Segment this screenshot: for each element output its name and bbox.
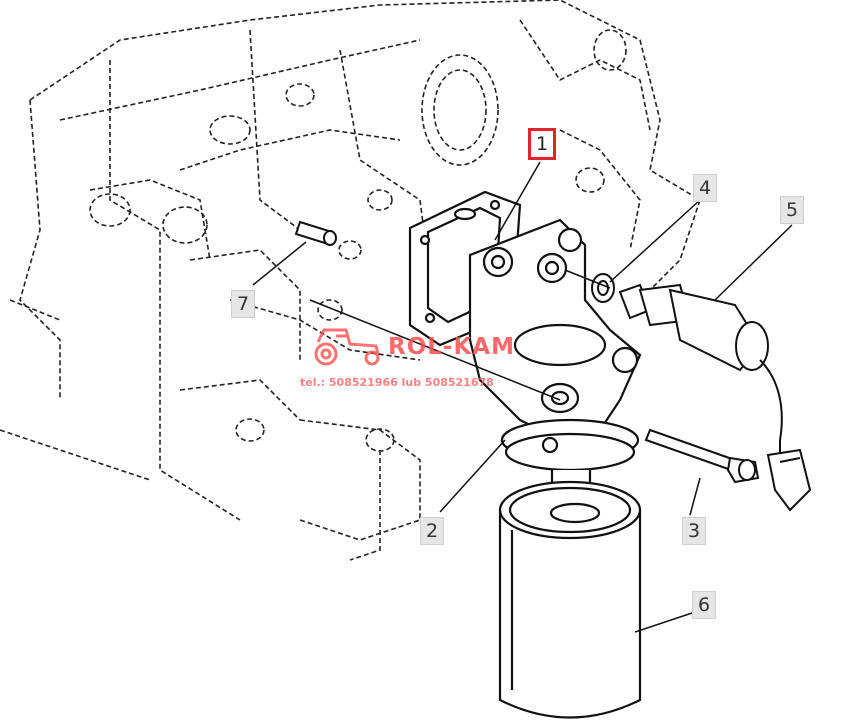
callout-label: 4 xyxy=(698,177,712,199)
filter-head-part xyxy=(468,218,642,490)
callout-label: 5 xyxy=(785,199,799,221)
callout-label: 7 xyxy=(236,293,250,315)
sensor-part xyxy=(618,283,812,512)
callout-6[interactable]: 6 xyxy=(692,591,716,619)
callout-2[interactable]: 2 xyxy=(420,517,444,545)
engine-block-dashed-outline xyxy=(0,0,701,561)
callout-label: 6 xyxy=(697,594,711,616)
pin-part xyxy=(294,220,337,246)
o-ring-part xyxy=(591,273,615,303)
callout-5[interactable]: 5 xyxy=(780,196,804,224)
filter-cartridge-part xyxy=(498,480,642,719)
callout-7[interactable]: 7 xyxy=(231,290,255,318)
callout-4[interactable]: 4 xyxy=(693,174,717,202)
bolt-part xyxy=(644,428,760,484)
callout-3[interactable]: 3 xyxy=(682,517,706,545)
callout-label: 3 xyxy=(687,520,701,542)
callout-label: 2 xyxy=(425,520,439,542)
callout-label: 1 xyxy=(535,133,549,155)
callout-1[interactable]: 1 xyxy=(528,128,556,160)
leader-lines xyxy=(252,161,793,633)
